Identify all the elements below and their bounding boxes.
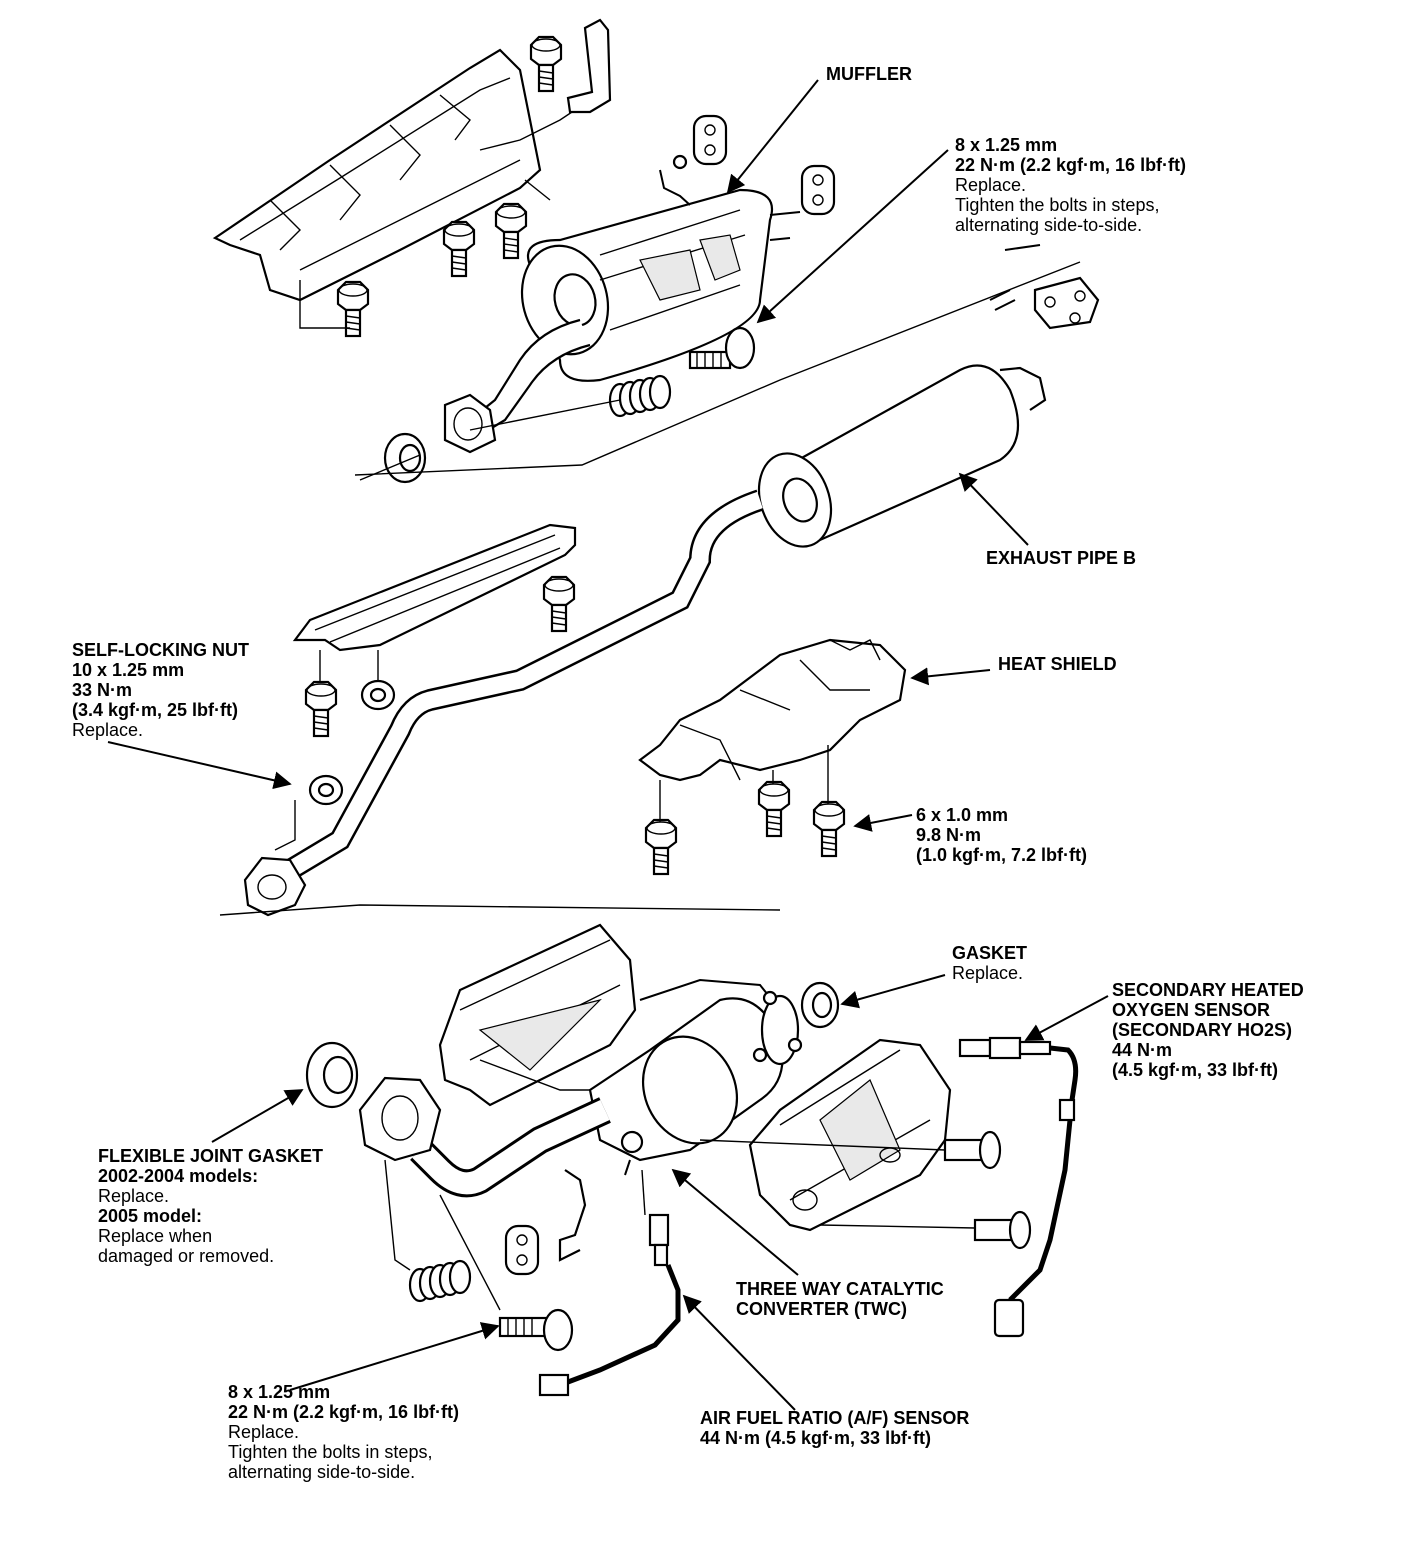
nut xyxy=(360,679,396,711)
muffler-bolt-note: alternating side-to-side. xyxy=(955,215,1143,235)
twc-bolt-note: Tighten the bolts in steps, xyxy=(228,1442,433,1462)
twc-shield-bolts xyxy=(699,1130,1032,1250)
flexible-joint-gasket-note: damaged or removed. xyxy=(98,1246,275,1266)
self-locking-nut-note: Replace. xyxy=(72,720,144,740)
bolt xyxy=(644,818,678,876)
bolt xyxy=(529,35,563,93)
spring xyxy=(408,1259,472,1303)
self-locking-nut-title: SELF-LOCKING NUT xyxy=(72,640,249,660)
bolt xyxy=(442,220,476,278)
label-flexible-joint-gasket: FLEXIBLE JOINT GASKET 2002-2004 models: … xyxy=(98,1146,323,1266)
middle-heat-shield xyxy=(292,523,577,652)
heat-shield xyxy=(638,638,907,782)
label-secondary-ho2s: SECONDARY HEATED OXYGEN SENSOR (SECONDAR… xyxy=(1112,980,1304,1080)
label-twc: THREE WAY CATALYTIC CONVERTER (TWC) xyxy=(736,1279,944,1319)
muffler-bolt-note: Replace. xyxy=(955,175,1027,195)
muffler-bolt-torque: 22 N·m (2.2 kgf·m, 16 lbf·ft) xyxy=(955,155,1187,175)
flexible-joint-gasket xyxy=(305,1041,359,1109)
gasket xyxy=(800,981,840,1029)
secondary-ho2s-torque: 44 N·m xyxy=(1112,1040,1173,1060)
muffler-body xyxy=(520,154,801,382)
gasket-title: GASKET xyxy=(952,943,1028,963)
muffler-title: MUFFLER xyxy=(826,64,912,84)
twc-title: CONVERTER (TWC) xyxy=(736,1299,907,1319)
muffler-joint-bolt xyxy=(688,326,756,370)
hanger xyxy=(504,1224,540,1276)
twc-bolt-torque: 22 N·m (2.2 kgf·m, 16 lbf·ft) xyxy=(228,1402,460,1422)
label-heat-shield: HEAT SHIELD xyxy=(998,654,1117,674)
twc-bolt-note: Replace. xyxy=(228,1422,300,1442)
flexible-joint-gasket-note: Replace. xyxy=(98,1186,170,1206)
label-muffler: MUFFLER xyxy=(826,64,912,84)
label-twc-bolt: 8 x 1.25 mm 22 N·m (2.2 kgf·m, 16 lbf·ft… xyxy=(228,1382,459,1482)
leader-lines xyxy=(107,79,1109,1411)
heat-shield-bolt-torque: 9.8 N·m xyxy=(916,825,982,845)
af-sensor xyxy=(538,1169,681,1397)
muffler-bolt-note: Tighten the bolts in steps, xyxy=(955,195,1160,215)
heat-shield-bolt-size: 6 x 1.0 mm xyxy=(916,805,1009,825)
bolt xyxy=(304,680,338,738)
af-sensor-torque: 44 N·m (4.5 kgf·m, 33 lbf·ft) xyxy=(700,1428,932,1448)
label-muffler-bolt: 8 x 1.25 mm 22 N·m (2.2 kgf·m, 16 lbf·ft… xyxy=(955,135,1186,235)
secondary-ho2s-line: SECONDARY HEATED xyxy=(1112,980,1304,1000)
label-exhaust-pipe-b: EXHAUST PIPE B xyxy=(986,548,1136,568)
gasket-note: Replace. xyxy=(952,963,1024,983)
muffler-pipe xyxy=(443,318,591,454)
heat-shield-bolt-torque-alt: (1.0 kgf·m, 7.2 lbf·ft) xyxy=(916,845,1088,865)
twc-joint-bolt xyxy=(498,1308,574,1352)
flexible-joint-gasket-note: Replace when xyxy=(98,1226,213,1246)
twc-bolt-note: alternating side-to-side. xyxy=(228,1462,416,1482)
self-locking-nut-torque: 33 N·m xyxy=(72,680,133,700)
twc-front-pipe xyxy=(358,1076,611,1262)
upper-heat-shield xyxy=(212,48,576,302)
twc-body xyxy=(588,978,803,1176)
af-sensor-title: AIR FUEL RATIO (A/F) SENSOR xyxy=(700,1408,970,1428)
flexible-joint-gasket-models: 2005 model: xyxy=(98,1206,203,1226)
secondary-ho2s-torque-alt: (4.5 kgf·m, 33 lbf·ft) xyxy=(1112,1060,1279,1080)
self-locking-nut-size: 10 x 1.25 mm xyxy=(72,660,185,680)
heat-shield-title: HEAT SHIELD xyxy=(998,654,1117,674)
exhaust-pipe-b xyxy=(219,244,1100,917)
label-gasket: GASKET Replace. xyxy=(952,943,1027,983)
upper-bracket xyxy=(566,18,612,114)
twc-bolt-size: 8 x 1.25 mm xyxy=(228,1382,331,1402)
twc-title: THREE WAY CATALYTIC xyxy=(736,1279,944,1299)
twc-upper-shield xyxy=(438,923,637,1107)
bolt xyxy=(494,202,528,260)
bolt xyxy=(542,575,576,633)
label-af-sensor: AIR FUEL RATIO (A/F) SENSOR 44 N·m (4.5 … xyxy=(700,1408,969,1448)
heat-shield-bolt xyxy=(812,800,846,858)
flexible-joint-gasket-title: FLEXIBLE JOINT GASKET xyxy=(98,1146,324,1166)
twc-lower-shield xyxy=(748,1038,952,1232)
exhaust-pipe-b-title: EXHAUST PIPE B xyxy=(986,548,1137,568)
secondary-ho2s-line: (SECONDARY HO2S) xyxy=(1112,1020,1293,1040)
bolt xyxy=(757,780,791,838)
self-locking-nut-torque-alt: (3.4 kgf·m, 25 lbf·ft) xyxy=(72,700,239,720)
secondary-ho2s-sensor xyxy=(958,1036,1079,1338)
label-self-locking-nut: SELF-LOCKING NUT 10 x 1.25 mm 33 N·m (3.… xyxy=(72,640,249,740)
flexible-joint-gasket-models: 2002-2004 models: xyxy=(98,1166,259,1186)
self-locking-nut xyxy=(308,774,344,806)
secondary-ho2s-line: OXYGEN SENSOR xyxy=(1112,1000,1271,1020)
spring xyxy=(608,374,672,418)
muffler-bolt-size: 8 x 1.25 mm xyxy=(955,135,1058,155)
muffler-gasket xyxy=(383,432,427,484)
label-heat-shield-bolt: 6 x 1.0 mm 9.8 N·m (1.0 kgf·m, 7.2 lbf·f… xyxy=(916,805,1087,865)
